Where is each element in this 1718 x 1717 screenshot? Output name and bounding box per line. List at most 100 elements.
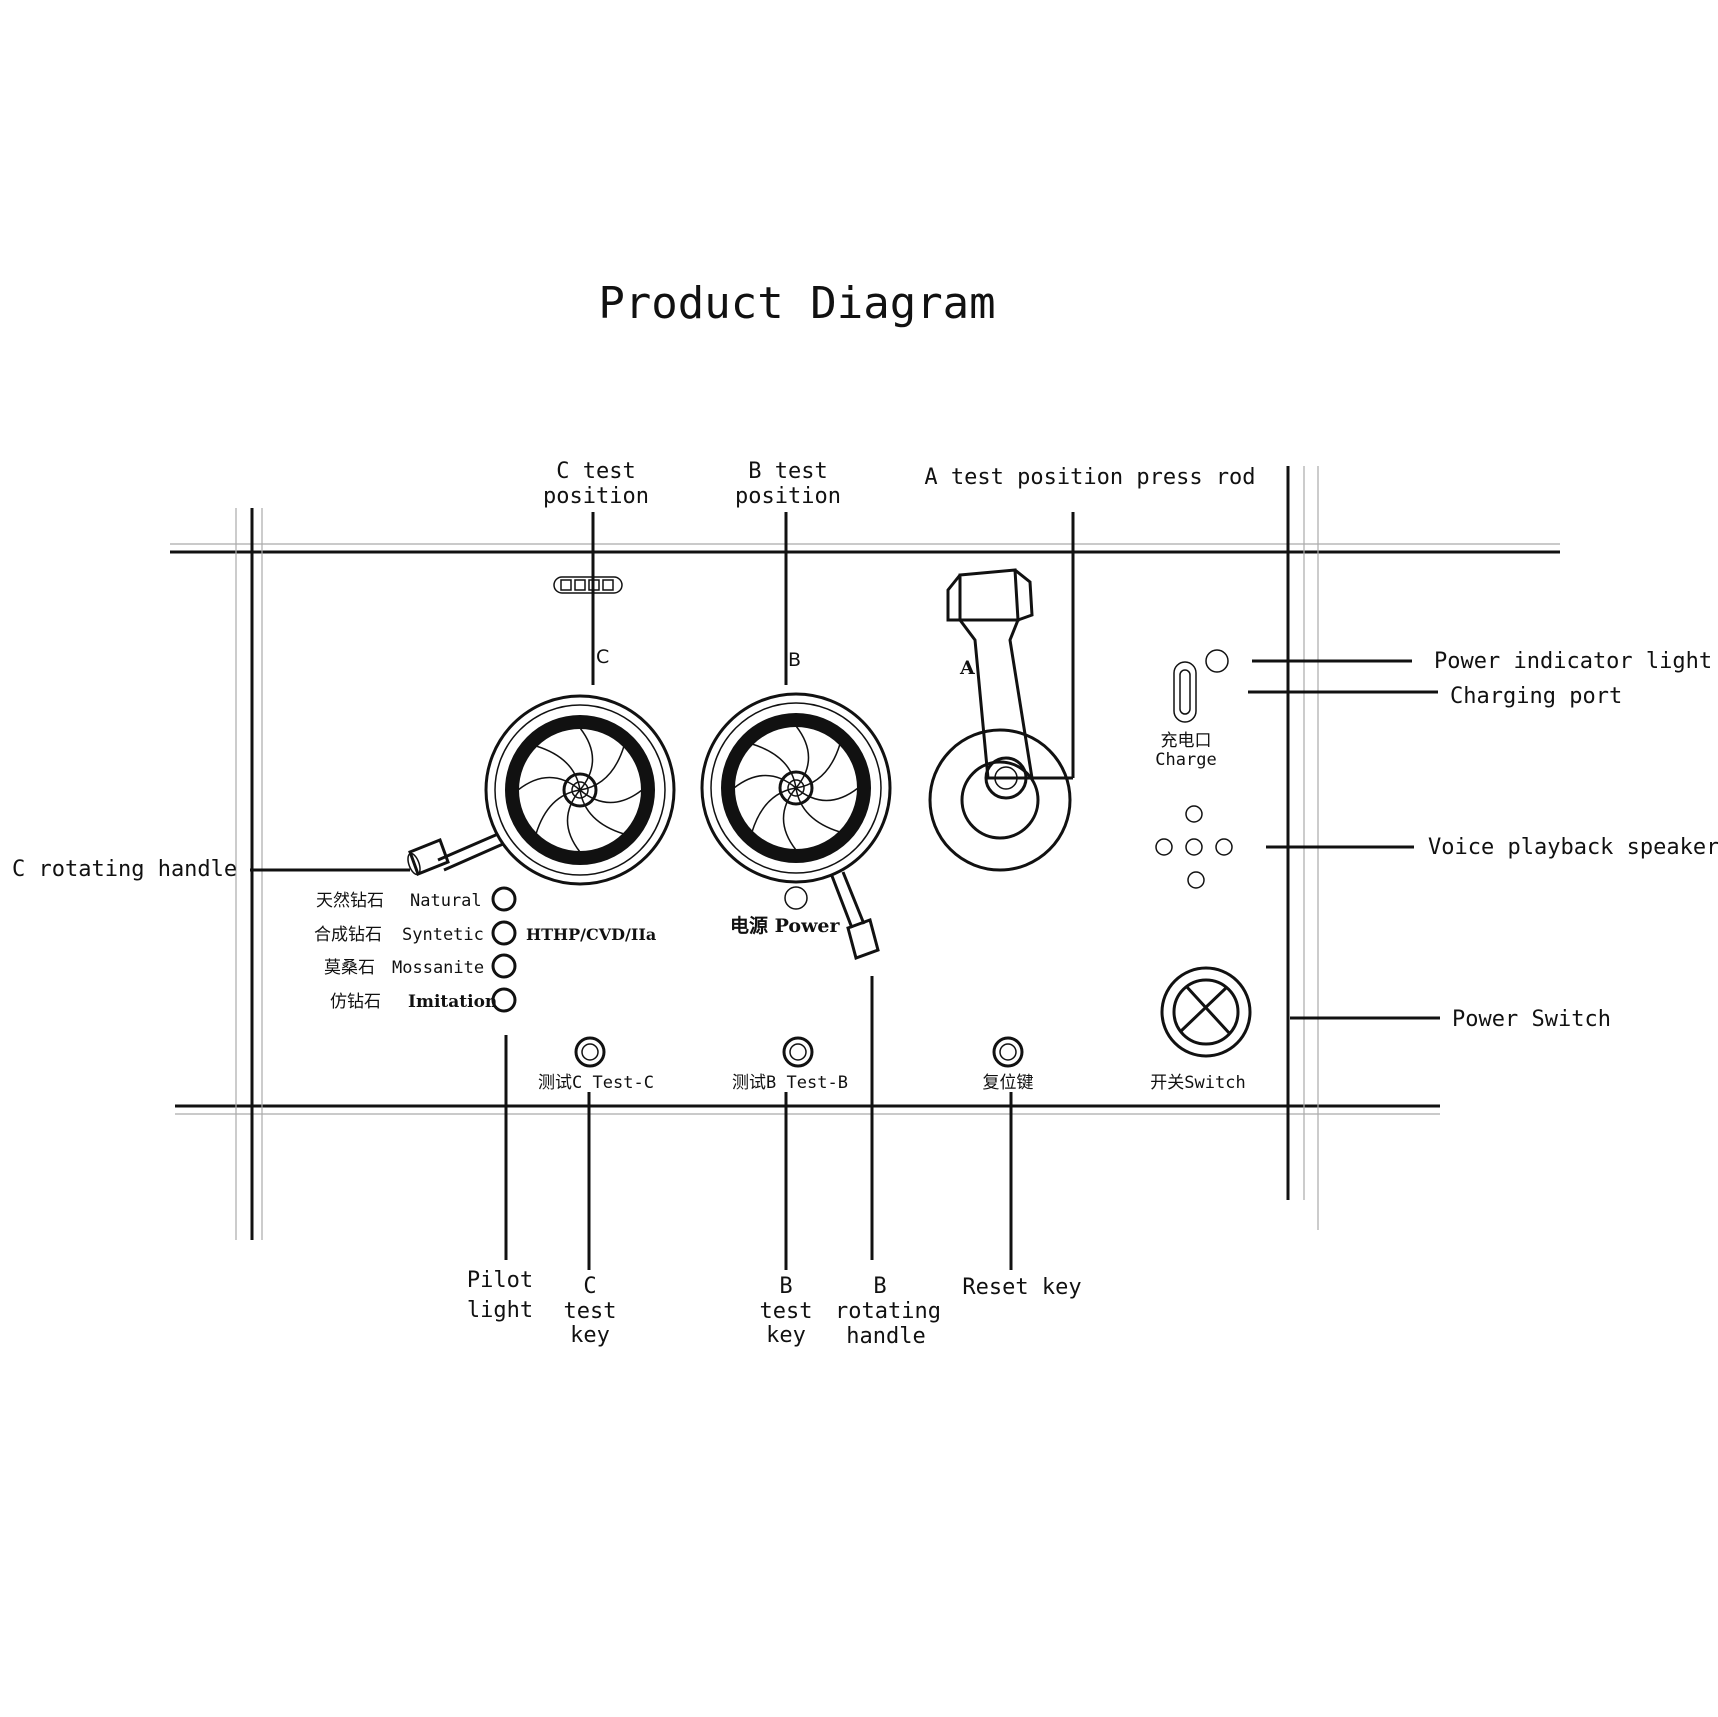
speaker-hole: [1185, 838, 1203, 856]
speaker-hole: [1187, 871, 1205, 889]
device-panel: [170, 466, 1560, 1240]
c-dial-hub: [562, 772, 598, 808]
reset-key-inner: [999, 1043, 1017, 1061]
test-b-key-outer: [782, 1036, 814, 1068]
a-pivot-inner: [994, 766, 1018, 790]
switch-cross-icon: [1178, 984, 1232, 1036]
test-c-key[interactable]: 测试C Test-C: [538, 1036, 654, 1093]
hthp-label: HTHP/CVD/IIa: [526, 925, 656, 944]
speaker-hole: [1185, 805, 1203, 823]
a-base-disc-inner: [960, 760, 1040, 840]
callout-c-position-2: position: [543, 484, 649, 509]
c-dial-rim: [494, 704, 666, 876]
callout-speaker: Voice playback speaker: [1428, 835, 1718, 860]
c-rotating-handle[interactable]: [406, 832, 504, 876]
pilot-light-panel: 天然钻石 Natural 合成钻石 Syntetic HTHP/CVD/IIa …: [314, 886, 656, 1013]
callout-c-key-1: C: [583, 1274, 596, 1299]
callout-a-rod: A test position press rod: [924, 465, 1255, 490]
reset-key-outer: [992, 1036, 1024, 1068]
c-shutter-icon: [517, 727, 643, 853]
test-b-label: 测试B Test-B: [732, 1073, 848, 1093]
diagram-title: Product Diagram: [598, 278, 995, 329]
c-slot-cell: [602, 579, 614, 591]
callout-charging-port: Charging port: [1450, 684, 1622, 709]
speaker-hole: [1155, 838, 1173, 856]
b-dial-hub-inner: [787, 779, 805, 797]
callout-power-light: Power indicator light: [1434, 649, 1712, 674]
c-dial-hub-inner: [571, 781, 589, 799]
switch-label: 开关Switch: [1150, 1073, 1245, 1093]
callout-b-handle-2: rotating: [835, 1299, 941, 1324]
power-switch-outer: [1160, 966, 1252, 1058]
b-test-dial: B 电源 Power: [700, 649, 892, 960]
c-slot-indicator: [553, 576, 623, 594]
a-base-disc: [928, 728, 1072, 872]
indicator-natural-light: [491, 886, 517, 912]
callout-c-handle: C rotating handle: [12, 857, 237, 882]
c-position-letter: C: [596, 646, 609, 668]
callout-reset-key: Reset key: [962, 1275, 1081, 1300]
charge-cn-label: 充电口: [1161, 731, 1212, 751]
speaker-grille: [1155, 805, 1233, 889]
callout-pilot-light-1: Pilot: [467, 1268, 533, 1293]
a-press-rod[interactable]: A: [928, 568, 1072, 872]
indicator-synthetic-cn: 合成钻石: [314, 925, 382, 945]
b-position-letter: B: [788, 649, 801, 671]
callout-labels: C test position B test position A test p…: [12, 459, 1718, 1349]
b-shutter-icon: [733, 725, 859, 851]
callout-pilot-light-2: light: [467, 1298, 533, 1323]
indicator-imitation-cn: 仿钻石: [330, 992, 381, 1012]
indicator-mossanite-en: Mossanite: [392, 958, 484, 978]
test-c-label: 测试C Test-C: [538, 1073, 654, 1093]
indicator-mossanite-cn: 莫桑石: [324, 958, 375, 978]
power-indicator-light: [1205, 649, 1229, 673]
callout-c-position-1: C test: [556, 459, 635, 484]
charge-en-label: Charge: [1155, 750, 1216, 770]
indicator-imitation-light: [491, 987, 517, 1013]
power-switch-inner: [1172, 978, 1240, 1046]
b-rotating-handle[interactable]: [830, 871, 880, 960]
charging-port-slot: [1179, 669, 1191, 715]
callout-b-key-1: B: [779, 1274, 792, 1299]
power-switch[interactable]: 开关Switch: [1150, 966, 1252, 1093]
indicator-mossanite-light: [491, 953, 517, 979]
b-dial-rim: [710, 702, 882, 874]
test-c-key-outer: [574, 1036, 606, 1068]
reset-key[interactable]: 复位键: [983, 1036, 1034, 1093]
b-dial-hub: [778, 770, 814, 806]
reset-label: 复位键: [983, 1073, 1034, 1093]
c-dial-black-ring: [505, 715, 655, 865]
callout-b-handle-1: B: [873, 1274, 886, 1299]
b-dial-outer-ring: [700, 692, 892, 884]
test-c-key-inner: [581, 1043, 599, 1061]
speaker-hole: [1215, 838, 1233, 856]
a-press-rod-arm: [957, 618, 1034, 780]
callout-c-key-3: key: [570, 1323, 610, 1348]
callout-b-position-1: B test: [748, 459, 827, 484]
charge-area: 充电口 Charge: [1155, 649, 1229, 770]
indicator-natural-en: Natural: [410, 891, 482, 911]
a-press-rod-top: [946, 568, 1034, 622]
callout-c-key-2: test: [564, 1299, 617, 1324]
power-indicator-led: [784, 886, 808, 910]
c-test-dial: C: [406, 576, 676, 886]
c-slot-cell: [560, 579, 572, 591]
c-dial-outer-ring: [484, 694, 676, 886]
test-b-key[interactable]: 测试B Test-B: [732, 1036, 848, 1093]
indicator-imitation-en: Imitation: [408, 992, 497, 1012]
indicator-natural-cn: 天然钻石: [316, 891, 384, 911]
a-position-letter: A: [959, 657, 975, 679]
callout-power-switch: Power Switch: [1452, 1007, 1611, 1032]
leader-lines: [250, 512, 1440, 1270]
b-dial-black-ring: [721, 713, 871, 863]
test-b-key-inner: [789, 1043, 807, 1061]
callout-b-key-3: key: [766, 1323, 806, 1348]
charging-port[interactable]: [1173, 661, 1197, 723]
c-slot-cell: [574, 579, 586, 591]
callout-b-key-2: test: [760, 1299, 813, 1324]
indicator-synthetic-light: [491, 920, 517, 946]
indicator-synthetic-en: Syntetic: [402, 925, 484, 945]
callout-b-position-2: position: [735, 484, 841, 509]
callout-b-handle-3: handle: [846, 1324, 925, 1349]
